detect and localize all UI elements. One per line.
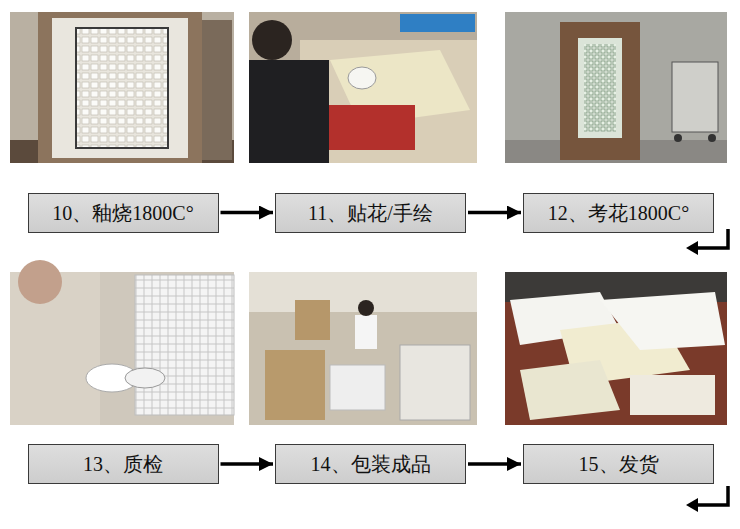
carton: [295, 300, 330, 340]
waybills: [520, 360, 620, 420]
photo-kiln2: [505, 12, 727, 163]
step-label: 11、贴花/手绘: [308, 201, 433, 225]
kiln-lining: [578, 38, 622, 138]
process-box: 14、包装成品: [275, 444, 466, 484]
step-label: 13、质检: [83, 452, 163, 476]
flow-arrow: [468, 211, 521, 215]
worker-head: [358, 300, 374, 316]
process-box: 11、贴花/手绘: [275, 193, 466, 233]
return-arrowhead: [686, 241, 698, 255]
cup: [125, 368, 165, 388]
worker: [355, 315, 377, 349]
process-box: 15、发货: [523, 444, 714, 484]
kiln-frame: [38, 12, 202, 163]
kiln-lining: [52, 18, 188, 158]
white-basket: [135, 275, 234, 415]
worker-body: [249, 60, 329, 163]
step-label: 14、包装成品: [311, 452, 431, 476]
carton: [265, 350, 325, 420]
return-arrowhead: [686, 498, 698, 512]
kiln-cups: [76, 28, 168, 148]
cart-shelves: [672, 62, 718, 132]
kiln-door: [202, 20, 232, 160]
photo-kiln: [10, 12, 234, 163]
cart-wheel: [674, 134, 682, 142]
process-box: 10、釉烧1800C°: [28, 193, 219, 233]
flow-arrow: [221, 211, 274, 215]
waybills: [600, 292, 725, 350]
kiln-cups: [584, 44, 616, 132]
return-arrow: [696, 486, 728, 505]
waybills: [630, 375, 715, 415]
worker-head: [252, 20, 292, 60]
step-label: 15、发货: [579, 452, 659, 476]
flow-arrow: [468, 462, 521, 466]
carton-stack: [400, 345, 470, 420]
process-box: 13、质检: [28, 444, 219, 484]
worker-arm: [18, 260, 62, 304]
flow-arrow: [221, 462, 274, 466]
red-tray: [320, 105, 415, 150]
kiln-frame: [560, 22, 640, 160]
photo-shipping: [505, 272, 727, 425]
cup: [348, 67, 376, 89]
blue-crate: [400, 14, 475, 32]
cart-wheel: [708, 134, 716, 142]
photo-packing: [249, 272, 477, 425]
process-box: 12、考花1800C°: [523, 193, 714, 233]
step-label: 12、考花1800C°: [548, 201, 689, 225]
photo-decal: [249, 12, 477, 163]
basket: [330, 365, 385, 410]
step-label: 10、釉烧1800C°: [52, 201, 193, 225]
